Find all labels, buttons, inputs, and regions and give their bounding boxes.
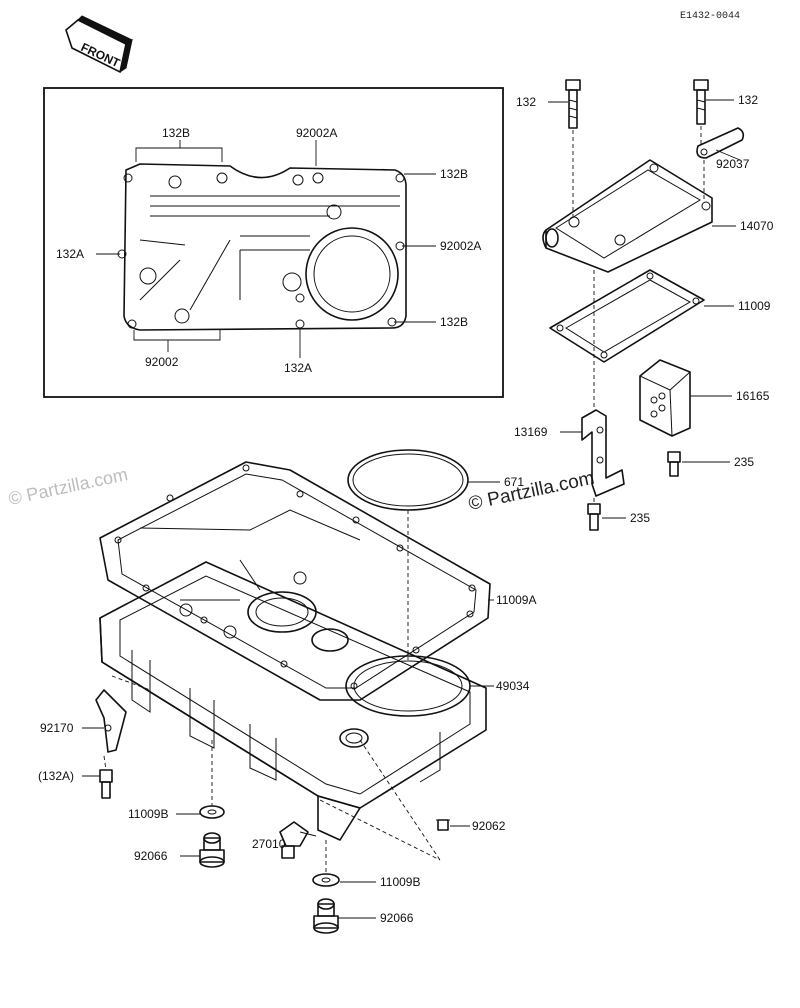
label-11009A: 11009A bbox=[496, 593, 536, 607]
label-27010: 27010 bbox=[252, 837, 286, 851]
label-11009B-right: 11009B bbox=[380, 875, 420, 889]
washer-11009B-right bbox=[312, 873, 340, 887]
switch-27010 bbox=[279, 821, 317, 859]
gasket-11009A bbox=[99, 461, 491, 701]
inset-oil-pan-bottom bbox=[117, 163, 407, 331]
label-11009: 11009 bbox=[738, 299, 771, 313]
label-inset-92002A-top: 92002A bbox=[296, 126, 337, 140]
inset-frame bbox=[43, 87, 504, 398]
label-inset-132B-top: 132B bbox=[162, 126, 190, 140]
bolt-132A-paren bbox=[99, 769, 113, 799]
watermark-right: © Partzilla.com bbox=[467, 468, 597, 515]
label-92066-right: 92066 bbox=[380, 911, 414, 925]
clip-92170 bbox=[95, 689, 127, 753]
label-92062: 92062 bbox=[472, 819, 506, 833]
label-49034: 49034 bbox=[496, 679, 530, 693]
label-16165: 16165 bbox=[736, 389, 770, 403]
front-arrow-icon: FRONT bbox=[65, 15, 134, 74]
oring-671 bbox=[347, 449, 469, 511]
bracket-13169 bbox=[581, 409, 625, 497]
label-inset-132A-bottom: 132A bbox=[284, 361, 312, 375]
label-92170: 92170 bbox=[40, 721, 74, 735]
label-92037: 92037 bbox=[716, 157, 750, 171]
label-132-left: 132 bbox=[516, 95, 536, 109]
gasket-11009 bbox=[549, 269, 705, 363]
label-235-upper: 235 bbox=[734, 455, 754, 469]
nipple-92062 bbox=[436, 819, 450, 831]
bolt-132-right bbox=[693, 79, 709, 125]
diagram-code: E1432-0044 bbox=[680, 11, 740, 22]
bolt-132-left bbox=[565, 79, 581, 129]
label-671: 671 bbox=[504, 475, 524, 489]
bolt-235-upper bbox=[667, 451, 681, 477]
label-inset-132B-right-2: 132B bbox=[440, 315, 468, 329]
bracket-92037 bbox=[696, 127, 745, 159]
reed-valve-16165 bbox=[639, 359, 691, 437]
label-13169: 13169 bbox=[514, 425, 548, 439]
plug-92066-right bbox=[313, 898, 339, 934]
oil-pan-49034 bbox=[99, 559, 487, 841]
label-132A-paren: (132A) bbox=[38, 769, 74, 783]
label-235-lower: 235 bbox=[630, 511, 650, 525]
label-inset-92002A-right: 92002A bbox=[440, 239, 481, 253]
label-132-right: 132 bbox=[738, 93, 758, 107]
washer-11009B-left bbox=[199, 805, 225, 819]
label-92066-left: 92066 bbox=[134, 849, 168, 863]
breather-cover-14070 bbox=[542, 159, 713, 273]
label-14070: 14070 bbox=[740, 219, 774, 233]
label-inset-132B-right-1: 132B bbox=[440, 167, 468, 181]
watermark-left: © Partzilla.com bbox=[7, 464, 130, 509]
plug-92066-left bbox=[199, 832, 225, 868]
label-inset-132A-left: 132A bbox=[56, 247, 84, 261]
bolt-235-lower bbox=[587, 503, 601, 531]
label-inset-92002-bottom: 92002 bbox=[145, 355, 179, 369]
label-11009B-left: 11009B bbox=[128, 807, 168, 821]
